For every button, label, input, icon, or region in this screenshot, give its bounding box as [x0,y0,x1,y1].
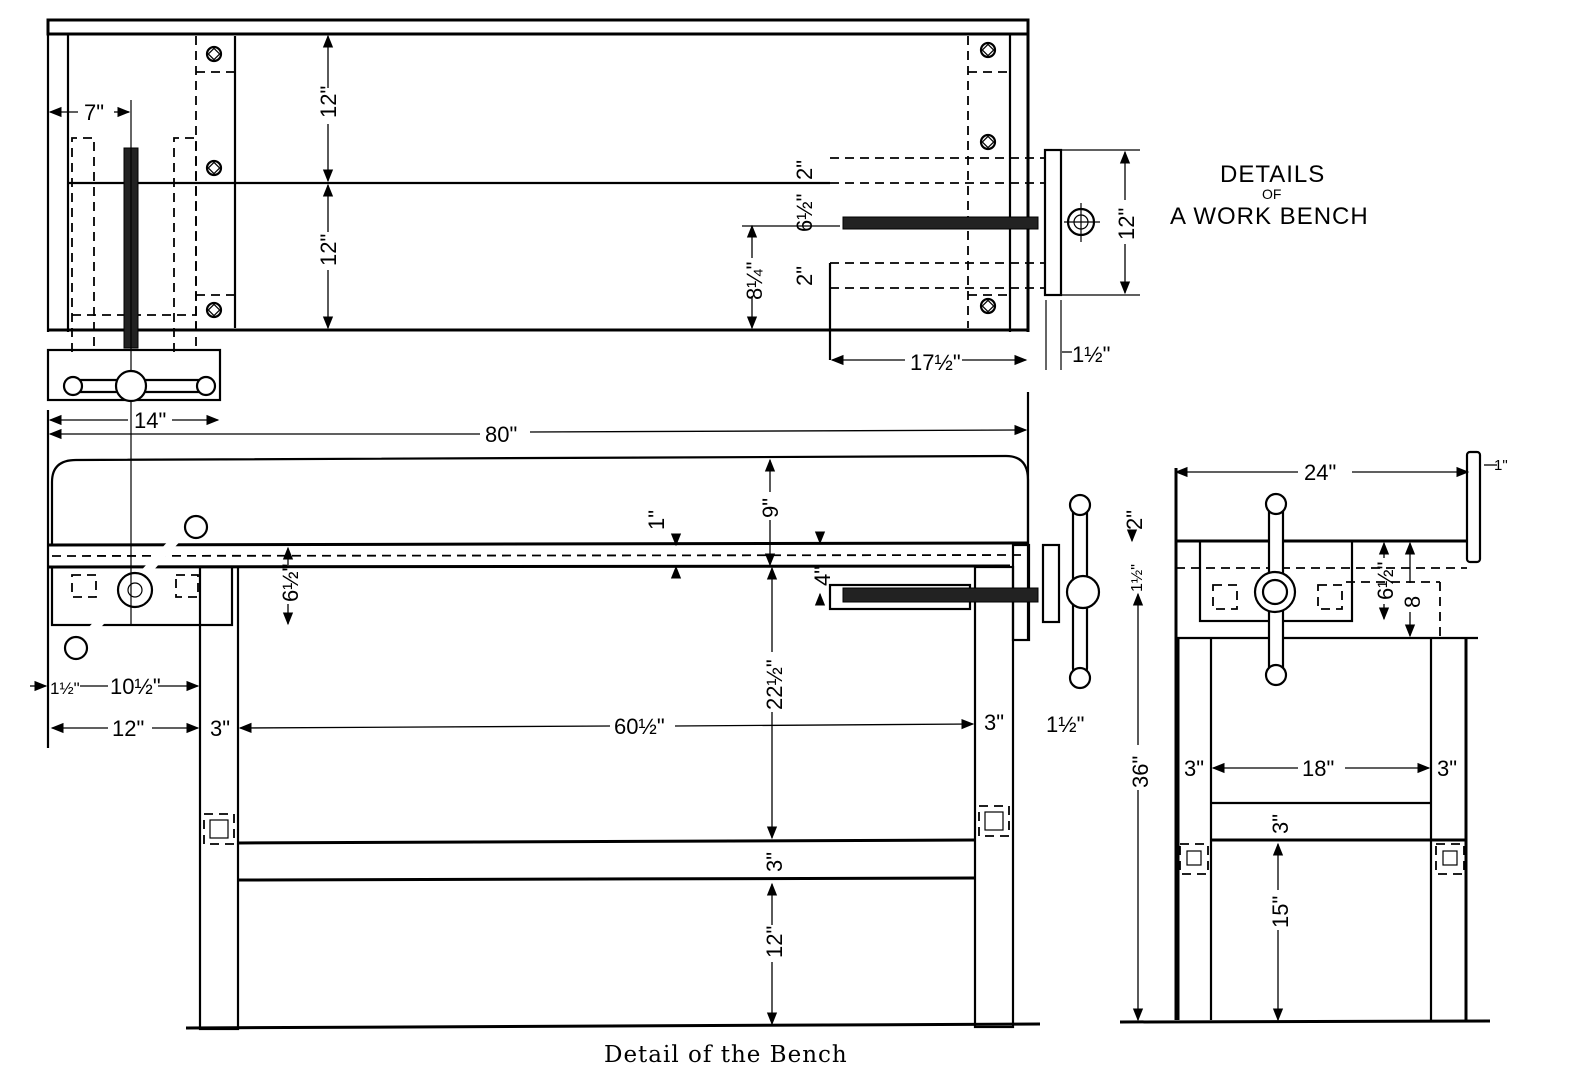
title-line-1: DETAILS [1220,161,1325,188]
dim-apron-height: 6½" [278,564,303,602]
dim-end-leg-left: 3" [1184,756,1204,781]
dim-end-rail-height: 3" [1268,814,1293,834]
bolt-icon [205,159,223,177]
vise-handle-icon [63,514,209,661]
figure-caption: Detail of the Bench [604,1042,848,1068]
vise-handle-icon [62,369,217,403]
dim-rail-height: 3" [762,852,787,872]
dim-front-jaw-width: 14" [134,408,166,433]
dim-end-top-thickness: 2" [1122,510,1147,530]
dim-end-leg-right: 3" [1437,756,1457,781]
dim-leg-left: 3" [210,716,230,741]
plan-view: 7" 12" 12" 2" 6½" 2" 8¼" 12" 17½" 1½" 14… [46,18,1140,433]
drawing-title: DETAILS OF A WORK BENCH [1170,161,1369,230]
end-vise-screw [842,587,1039,603]
end-vise-screw [842,216,1039,230]
dim-screw-below-top: 4" [810,566,835,586]
dim-end-rail-to-floor: 15" [1268,896,1293,928]
front-leg-right [973,565,1015,1029]
dim-screw-from-edge: 8¼" [742,262,767,300]
dim-top-half-2: 12" [316,234,341,266]
end-floor-line [1119,1019,1491,1024]
dim-backboard-height: 9" [758,498,783,518]
end-backboard [1465,450,1482,564]
end-view: 24" 1" 2" 1½" [1119,450,1508,1024]
front-vise-body [50,565,234,627]
dim-end-screw-offset: 1½" [1129,564,1146,592]
dim-end-jaw: 1½" [1046,712,1084,737]
title-line-3: A WORK BENCH [1170,203,1369,230]
bolt-icon [205,45,223,63]
front-view: 80" [30,392,1101,1031]
dim-end-vise-width: 12" [1114,208,1139,240]
floor-line [185,1022,1041,1030]
end-vise-handle-icon [1065,493,1101,690]
front-leg-left [198,565,240,1031]
bolt-icon [979,297,997,315]
title-line-2: OF [1262,186,1281,202]
dim-total-height: 36" [1128,756,1153,788]
dim-guide-spacing-top: 2" [792,160,817,180]
dim-rail-to-floor: 12" [762,926,787,958]
dim-vise-offset: 7" [84,100,104,125]
dim-top-thickness: 1" [644,510,669,530]
bolt-icon [205,301,223,319]
dim-overall-length: 80" [485,422,517,447]
dim-end-jaw-thickness: 1½" [1072,342,1110,367]
dim-apron-height: 8 [1400,596,1425,608]
dim-guide-spacing-bottom: 2" [792,266,817,286]
vise-handle-icon [1253,492,1297,687]
bolt-icon [979,41,997,59]
bench-top [47,541,1029,547]
end-vise-jaw [1043,148,1063,297]
plan-back-edge [46,18,1030,36]
dim-handle-offset: 10½" [110,674,161,699]
dim-jaw-height: 6½" [1373,562,1398,600]
dim-leg-span: 60½" [614,714,665,739]
dim-end-leg-span: 18" [1302,756,1334,781]
dim-to-rail: 22½" [762,659,787,710]
backboard [50,454,1030,545]
dim-depth: 24" [1304,460,1336,485]
dim-end-guide-length: 17½" [910,350,961,375]
bolt-icon [979,133,997,151]
dim-top-half-1: 12" [316,86,341,118]
dim-leg-offset: 12" [112,716,144,741]
dim-leg-right: 3" [984,710,1004,735]
dim-board-thickness: 1" [1494,457,1508,474]
dim-jaw-offset: 1½" [50,679,80,698]
